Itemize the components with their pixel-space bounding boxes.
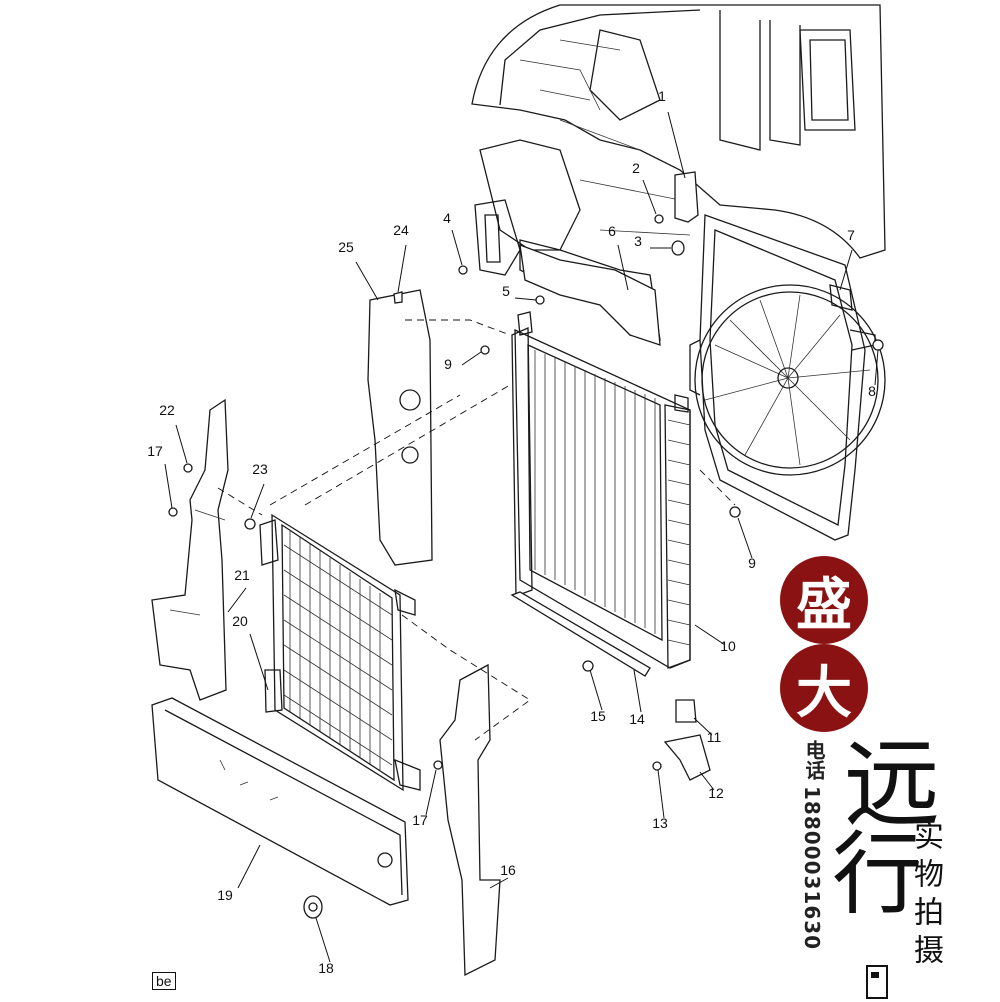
bolt-part-4 <box>458 265 468 275</box>
callout-c23: 23 <box>252 461 268 477</box>
callout-c17a: 17 <box>147 443 163 459</box>
callout-c6: 6 <box>608 223 616 239</box>
watermark-char-yuan: 远 <box>844 728 940 840</box>
callout-c7: 7 <box>847 227 855 243</box>
callout-c2: 2 <box>632 160 640 176</box>
callout-c24: 24 <box>393 222 409 238</box>
callout-c22: 22 <box>159 402 175 418</box>
camera-icon <box>866 965 888 999</box>
callout-c19: 19 <box>217 887 233 903</box>
seal-part-14 <box>510 591 651 677</box>
insulator-part-3 <box>671 240 685 256</box>
watermark-char-xing: 行 <box>832 822 922 927</box>
callout-c4: 4 <box>443 210 451 226</box>
clip-part-17b <box>433 760 443 770</box>
energy-absorber-part-19 <box>151 697 409 906</box>
callout-c1: 1 <box>658 88 666 104</box>
callout-c17b: 17 <box>412 812 428 828</box>
callout-c13: 13 <box>652 815 668 831</box>
bracket-part-12 <box>663 734 711 781</box>
insulator-part-11 <box>675 699 697 723</box>
side-deflector-part-21 <box>151 398 229 701</box>
clip-part-9a <box>480 345 490 355</box>
radiator-assembly <box>511 311 691 669</box>
callout-c16: 16 <box>500 862 516 878</box>
bracket-part-1 <box>674 171 699 223</box>
corner-tag: be <box>152 972 176 990</box>
bolt-part-8 <box>872 339 884 351</box>
bolt-part-13 <box>652 761 662 771</box>
callout-c15: 15 <box>590 708 606 724</box>
air-deflector-part-25 <box>367 289 433 566</box>
watermark-seal-top: 盛 <box>780 556 868 644</box>
watermark-subtitle: 实物拍摄 <box>908 820 943 972</box>
callout-c9b: 9 <box>748 555 756 571</box>
leader-lines <box>164 111 879 963</box>
phone-number: 18800031630 <box>800 786 824 951</box>
callout-c21: 21 <box>234 567 250 583</box>
callout-c20: 20 <box>232 613 248 629</box>
bolt-part-5 <box>535 295 545 305</box>
fan-shroud-assembly <box>689 214 886 541</box>
side-deflector-part-16 <box>439 663 501 977</box>
watermark-seal-bottom: 大 <box>780 644 868 732</box>
callout-c11: 11 <box>707 729 722 745</box>
seal-char-1: 盛 <box>796 571 852 638</box>
clip-part-23 <box>244 518 256 530</box>
condenser-assembly <box>259 513 421 792</box>
air-baffle-part-6 <box>519 244 661 346</box>
callout-c12: 12 <box>708 785 724 801</box>
bolt-part-22 <box>183 463 193 473</box>
callout-c25: 25 <box>338 239 354 255</box>
seal-char-2: 大 <box>796 659 852 726</box>
clip-part-24 <box>393 291 403 304</box>
callout-c8: 8 <box>868 383 876 399</box>
callout-c18: 18 <box>318 960 334 976</box>
callout-c3: 3 <box>634 233 642 249</box>
phone-label: 电话 <box>802 740 826 780</box>
push-pin-part-18 <box>303 895 323 919</box>
callout-c9a: 9 <box>444 356 452 372</box>
clip-part-15 <box>582 660 594 672</box>
clip-part-9b <box>729 506 741 518</box>
bolt-part-2 <box>654 214 664 224</box>
clip-part-17a <box>168 507 178 517</box>
callout-c14: 14 <box>629 711 645 727</box>
callout-c5: 5 <box>502 283 510 299</box>
callout-c10: 10 <box>720 638 736 654</box>
